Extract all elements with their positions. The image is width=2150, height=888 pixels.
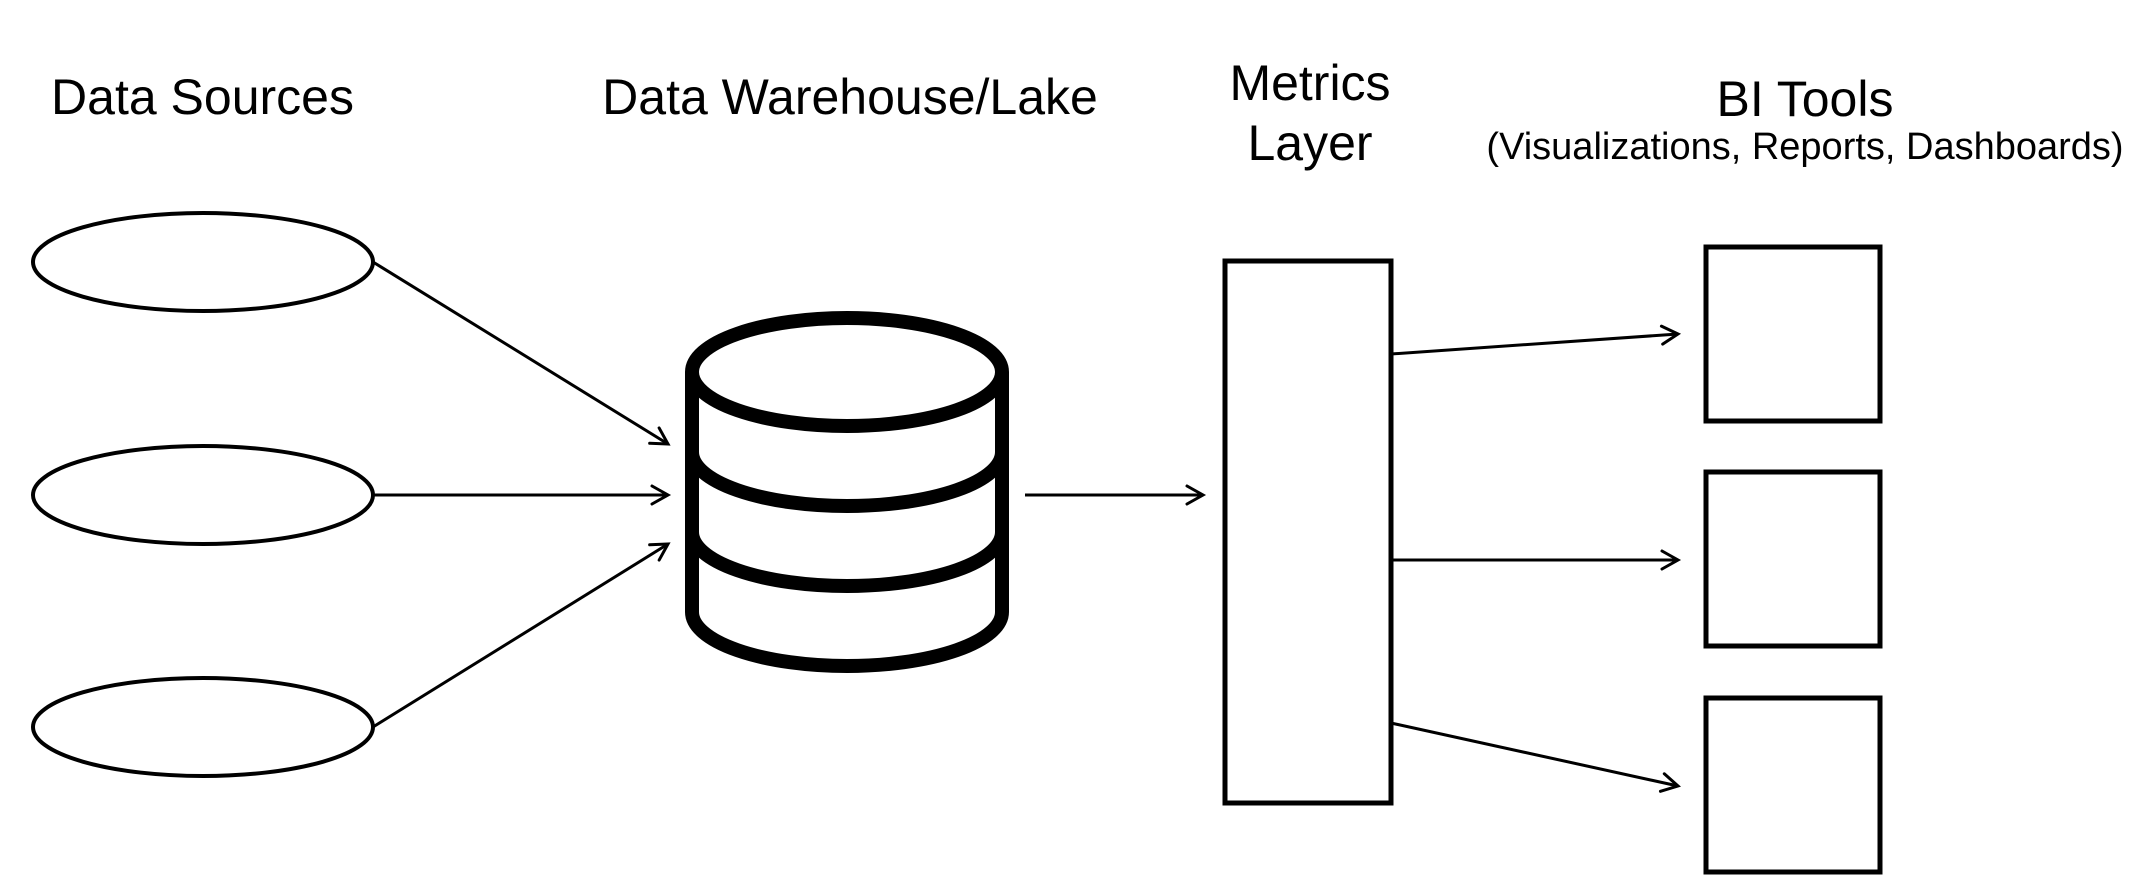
data-sources-heading: Data Sources bbox=[51, 69, 354, 125]
metrics-layer-heading-line1: Metrics bbox=[1229, 55, 1391, 111]
bi-tools-subheading: (Visualizations, Reports, Dashboards) bbox=[1486, 126, 2124, 168]
metrics-layer-heading-line2: Layer bbox=[1247, 115, 1373, 171]
data-source-2 bbox=[31, 444, 375, 546]
arrow-metrics-to-bi3 bbox=[1390, 721, 1681, 793]
data-source-1 bbox=[31, 211, 375, 313]
bi-tool-box-1 bbox=[1703, 244, 1883, 424]
arrow-metrics-to-bi1 bbox=[1390, 324, 1682, 356]
arrow-source1-to-warehouse bbox=[372, 260, 671, 446]
bi-tools-heading: BI Tools bbox=[1716, 71, 1894, 127]
metrics-layer-box bbox=[1222, 258, 1394, 806]
bi-tool-box-2 bbox=[1703, 469, 1883, 649]
warehouse-heading: Data Warehouse/Lake bbox=[602, 69, 1098, 125]
database-cylinder-icon bbox=[685, 311, 1009, 673]
data-source-3 bbox=[31, 676, 375, 778]
bi-tool-box-3 bbox=[1703, 695, 1883, 875]
arrow-source3-to-warehouse bbox=[372, 542, 671, 729]
